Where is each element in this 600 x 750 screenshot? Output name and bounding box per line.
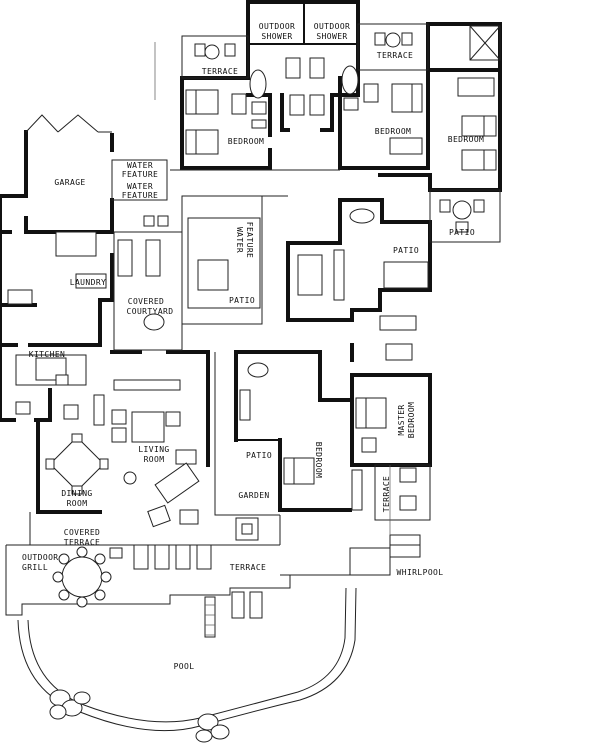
label-outdoor-shower-2-b: SHOWER (316, 32, 347, 41)
label-patio-south: PATIO (246, 451, 272, 460)
label-bedroom-3: BEDROOM (448, 135, 485, 144)
room-labels: OUTDOOR SHOWER OUTDOOR SHOWER TERRACE TE… (22, 22, 484, 671)
label-outdoor-grill-b: GRILL (22, 563, 48, 572)
label-master-bedroom-a: MASTER (397, 404, 406, 435)
label-water-feature-1-b: FEATURE (122, 170, 159, 179)
label-whirlpool: WHIRLPOOL (397, 568, 444, 577)
label-covered-courtyard-b: COURTYARD (127, 307, 174, 316)
label-laundry: LAUNDRY (70, 278, 107, 287)
label-bedroom-4: BEDROOM (314, 442, 323, 479)
label-patio-courtyard: PATIO (229, 296, 255, 305)
label-water-feature-2-a: WATER (127, 182, 153, 191)
pool-rocks (49, 689, 230, 743)
label-water-feature-3-b: FEATURE (245, 222, 254, 259)
furniture (7, 32, 497, 619)
label-patio-east: PATIO (449, 228, 475, 237)
label-patio-mid: PATIO (393, 246, 419, 255)
label-outdoor-grill-a: OUTDOOR (22, 553, 59, 562)
walls (0, 0, 502, 545)
label-terrace-se: TERRACE (382, 476, 391, 513)
label-water-feature-2-b: FEATURE (122, 191, 159, 200)
label-bedroom-2: BEDROOM (375, 127, 412, 136)
label-outdoor-shower-2-a: OUTDOOR (314, 22, 351, 31)
label-water-feature-3-a: WATER (235, 227, 244, 253)
label-terrace-nw: TERRACE (202, 67, 239, 76)
label-garden: GARDEN (238, 491, 269, 500)
label-living-room-b: ROOM (144, 455, 165, 464)
label-dining-room-b: ROOM (67, 499, 88, 508)
label-outdoor-shower-1-a: OUTDOOR (259, 22, 296, 31)
pool (17, 587, 357, 743)
label-terrace-south: TERRACE (230, 563, 267, 572)
label-dining-room-a: DINING (61, 489, 92, 498)
label-outdoor-shower-1-b: SHOWER (261, 32, 292, 41)
label-covered-courtyard-a: COVERED (128, 297, 165, 306)
label-master-bedroom-b: BEDROOM (407, 402, 416, 439)
label-living-room-a: LIVING (138, 445, 169, 454)
outlines (5, 23, 501, 638)
label-kitchen: KITCHEN (29, 350, 66, 359)
label-water-feature-1-a: WATER (127, 161, 153, 170)
label-covered-terrace-a: COVERED (64, 528, 101, 537)
label-bedroom-1: BEDROOM (228, 137, 265, 146)
label-terrace-ne: TERRACE (377, 51, 414, 60)
label-covered-terrace-b: TERRACE (64, 538, 101, 547)
label-garage: GARAGE (54, 178, 85, 187)
label-pool: POOL (174, 662, 195, 671)
